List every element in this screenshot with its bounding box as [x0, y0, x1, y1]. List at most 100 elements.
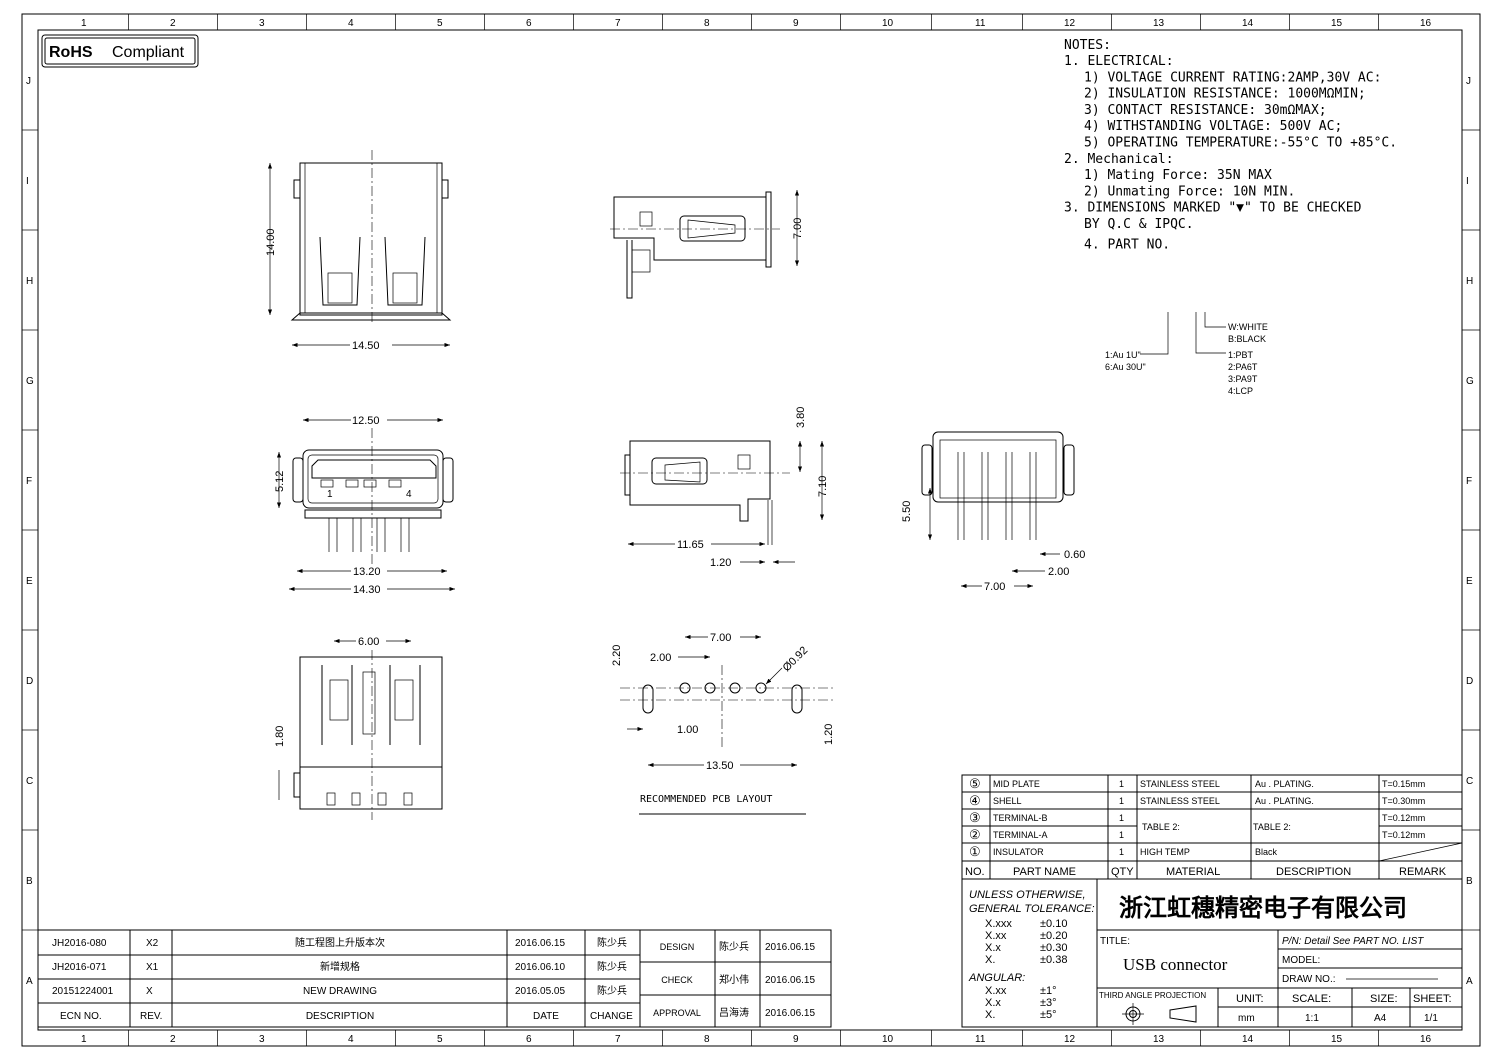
zone-column-label: 13: [1153, 18, 1165, 29]
bom-qty: 1: [1119, 796, 1124, 806]
header-change: CHANGE: [590, 1011, 633, 1022]
header-date: DATE: [533, 1011, 559, 1022]
bom-qty: 1: [1119, 847, 1124, 857]
zone-column-label: 10: [882, 1034, 894, 1045]
dim-side2-pin: 1.20: [710, 557, 731, 569]
angular-label: ANGULAR:: [968, 972, 1025, 984]
tolerance-line-2: GENERAL TOLERANCE:: [969, 903, 1095, 915]
notes-heading: NOTES:: [1064, 38, 1111, 53]
dim-top-height: 14.00: [265, 228, 277, 256]
header-material: MATERIAL: [1166, 866, 1220, 878]
bom-no: ③: [969, 810, 981, 825]
tolerance-value: ±0.20: [1040, 930, 1067, 942]
projection-symbol-cone: [1169, 1005, 1197, 1023]
dim-bottom-width: 6.00: [358, 636, 379, 648]
zone-column-label: 8: [704, 18, 710, 29]
notes-block: NOTES: 1. ELECTRICAL:1) VOLTAGE CURRENT …: [1064, 38, 1397, 252]
bom-description-merged: TABLE 2:: [1253, 822, 1291, 832]
zone-markers: 1122334455667788991010111112121313141415…: [22, 14, 1480, 1046]
zone-row-label: D: [26, 676, 33, 687]
dim-top-width: 14.50: [352, 340, 380, 352]
scale-value: 1:1: [1305, 1013, 1319, 1024]
zone-column-label: 14: [1242, 1034, 1254, 1045]
zone-row-label: G: [1466, 376, 1474, 387]
approval-name: 吕海涛: [719, 1006, 749, 1019]
zone-row-label: A: [1466, 976, 1473, 987]
zone-row-label: D: [1466, 676, 1473, 687]
angular-value: ±5°: [1040, 1009, 1057, 1021]
revision-rev: X1: [146, 962, 159, 973]
revision-description: 新增规格: [320, 960, 360, 973]
revision-date: 2016.06.15: [515, 938, 565, 949]
pin-1-label: 1: [327, 489, 333, 500]
zone-column-label: 9: [793, 1034, 799, 1045]
revision-date: 2016.05.05: [515, 986, 565, 997]
approval-role: APPROVAL: [653, 1008, 701, 1018]
tolerance-value: ±0.38: [1040, 954, 1067, 966]
end-view: 5.50 0.60 2.00 7.00: [901, 431, 1085, 593]
bottom-view: 6.00 1.80: [274, 634, 443, 820]
bom-part-name: MID PLATE: [993, 779, 1040, 789]
zone-column-label: 16: [1420, 18, 1432, 29]
zone-column-label: 11: [975, 1034, 986, 1045]
legend-plating-1: 1:Au 1U": [1105, 350, 1141, 360]
angular-value: ±3°: [1040, 997, 1057, 1009]
bom-no: ⑤: [969, 776, 981, 791]
tolerance-value: ±0.30: [1040, 942, 1067, 954]
revision-rev: X: [146, 986, 153, 997]
sheet-label: SHEET:: [1413, 993, 1452, 1005]
header-qty: QTY: [1111, 866, 1134, 878]
dim-pcb-vertical-2: 1.20: [823, 724, 835, 745]
legend-plating-2: 6:Au 30U": [1105, 362, 1146, 372]
bom-part-name: TERMINAL-A: [993, 830, 1048, 840]
note-line: 1. ELECTRICAL:: [1064, 54, 1174, 69]
bom-part-name: TERMINAL-B: [993, 813, 1048, 823]
scale-label: SCALE:: [1292, 993, 1331, 1005]
note-line: 1) VOLTAGE CURRENT RATING:2AMP,30V AC:: [1084, 70, 1381, 85]
note-line: 3) CONTACT RESISTANCE: 30mΩMAX;: [1084, 103, 1327, 118]
bom-remark: T=0.12mm: [1382, 830, 1425, 840]
legend-material-3: 3:PA9T: [1228, 374, 1258, 384]
zone-column-label: 7: [615, 1034, 621, 1045]
zone-row-label: I: [1466, 176, 1469, 187]
bom-material: HIGH TEMP: [1140, 847, 1190, 857]
dim-front-top: 12.50: [352, 415, 380, 427]
tolerance-value: ±0.10: [1040, 918, 1067, 930]
zone-row-label: H: [26, 276, 33, 287]
side-view-2: 3.80 7.10 11.65 1.20: [620, 407, 829, 569]
zone-column-label: 6: [526, 18, 532, 29]
rohs-label: RoHS: [49, 44, 93, 61]
angular-value: ±1°: [1040, 985, 1057, 997]
tolerance-format: X.x: [985, 942, 1001, 954]
note-line: 3. DIMENSIONS MARKED "▼" TO BE CHECKED: [1064, 201, 1362, 216]
dim-pcb-slot: 1.00: [677, 724, 698, 736]
revision-ecn: JH2016-071: [52, 962, 107, 973]
front-view: 1 4 12.50 5.12 13.20 14.30: [274, 413, 455, 596]
zone-column-label: 9: [793, 18, 799, 29]
note-line: 2. Mechanical:: [1064, 152, 1174, 167]
zone-column-label: 8: [704, 1034, 710, 1045]
header-ecn: ECN NO.: [60, 1011, 102, 1022]
bom-no: ①: [969, 844, 981, 859]
dim-end-pin: 0.60: [1064, 549, 1085, 561]
note-line: 2) INSULATION RESISTANCE: 1000MΩMIN;: [1084, 87, 1366, 102]
size-value: A4: [1374, 1013, 1387, 1024]
dim-end-pitch: 2.00: [1048, 566, 1069, 578]
zone-column-label: 5: [437, 1034, 443, 1045]
revision-date: 2016.06.10: [515, 962, 565, 973]
angular-format: X.x: [985, 997, 1001, 1009]
header-rev: REV.: [140, 1011, 162, 1022]
zone-column-label: 13: [1153, 1034, 1165, 1045]
approval-name: 陈少兵: [719, 940, 749, 953]
top-view: 14.00 14.50: [265, 150, 452, 352]
revision-rev: X2: [146, 938, 159, 949]
pin-4-label: 4: [406, 489, 412, 500]
bom-material: STAINLESS STEEL: [1140, 779, 1220, 789]
note-line: 2) Unmating Force: 10N MIN.: [1084, 184, 1295, 199]
zone-column-label: 1: [81, 1034, 87, 1045]
bom-material-merged: TABLE 2:: [1142, 822, 1180, 832]
legend-material-2: 2:PA6T: [1228, 362, 1258, 372]
